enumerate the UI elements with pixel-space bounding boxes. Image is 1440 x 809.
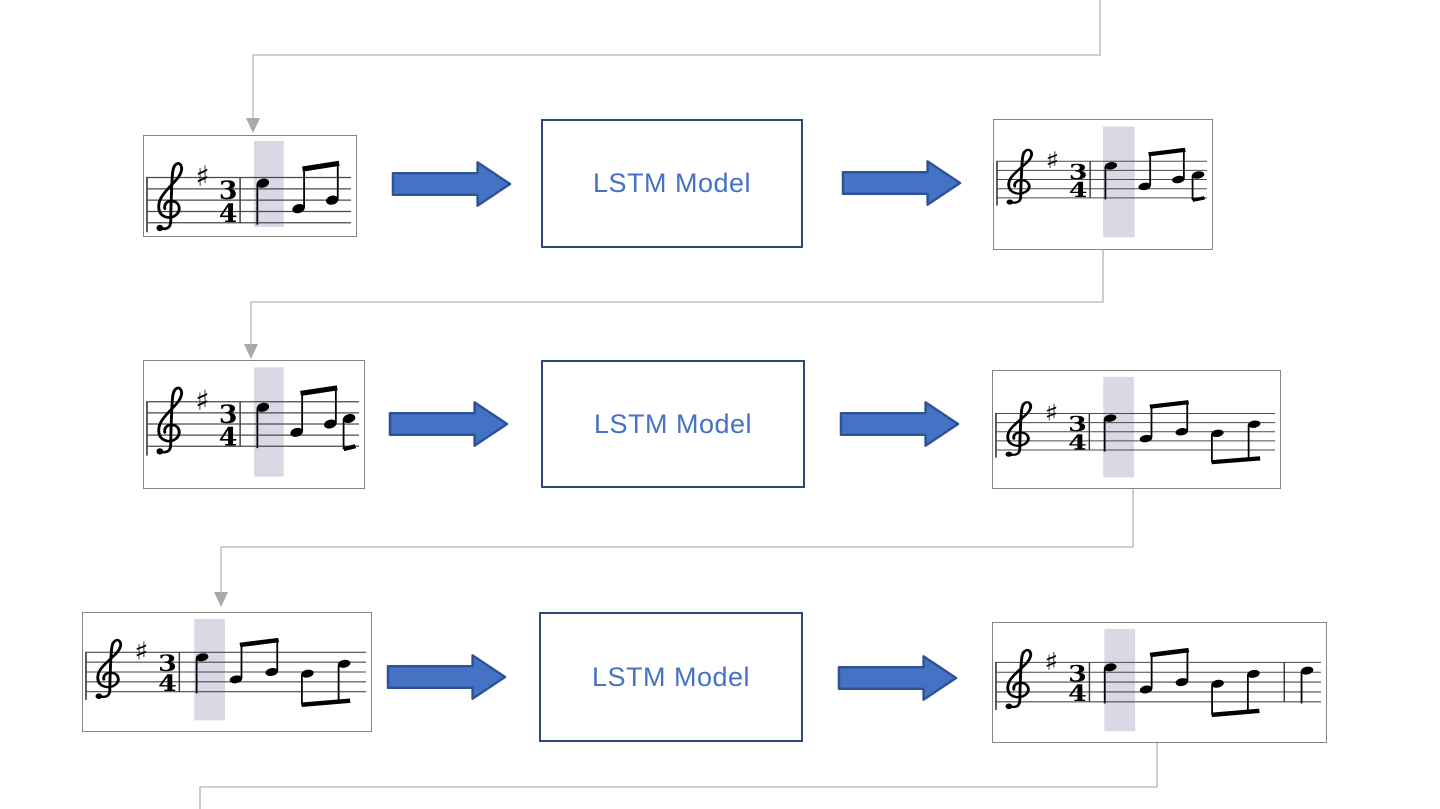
treble-clef-icon (96, 638, 123, 699)
treble-clef-icon (1007, 148, 1034, 204)
right-arrow-icon (391, 161, 512, 207)
current-note-highlight (254, 367, 284, 477)
note-head (195, 653, 209, 662)
key-signature-sharp: ♯ (195, 160, 209, 193)
note-head (342, 413, 356, 424)
note-head (1139, 685, 1153, 694)
right-arrow-icon (386, 654, 507, 700)
treble-clef-icon (157, 386, 184, 454)
note-head (1247, 420, 1261, 428)
note-head (1300, 666, 1314, 675)
note-head (337, 659, 351, 668)
key-signature-sharp: ♯ (195, 384, 209, 417)
note-head (1104, 663, 1117, 672)
music-notation-input-row3: ♯ 34 (82, 612, 372, 732)
note-head (326, 195, 339, 205)
lstm-model-label: LSTM Model (593, 408, 753, 439)
current-note-highlight (1103, 126, 1135, 238)
lstm-model-label: LSTM Model (592, 168, 752, 198)
note-head (290, 427, 303, 437)
right-arrow-icon (388, 401, 509, 447)
right-arrow-icon (837, 655, 958, 701)
note-head (1172, 175, 1185, 184)
note-head (1211, 429, 1224, 438)
time-signature-upper: 3 (1068, 412, 1087, 436)
time-signature-upper: 3 (1068, 661, 1087, 687)
lstm-model-box-row1: LSTM Model (541, 119, 803, 248)
current-note-highlight (194, 618, 226, 721)
time-signature-lower: 4 (158, 670, 177, 696)
note-head (256, 402, 270, 412)
time-signature-upper: 3 (219, 176, 238, 206)
key-signature-sharp: ♯ (134, 638, 148, 666)
note-head (1103, 414, 1117, 422)
lstm-model-label: LSTM Model (591, 661, 751, 692)
treble-clef-icon (157, 162, 184, 231)
key-signature-sharp: ♯ (1044, 400, 1058, 427)
right-arrow-icon (841, 160, 962, 206)
time-signature-lower: 4 (1068, 680, 1087, 706)
key-signature-sharp: ♯ (1045, 147, 1059, 174)
music-notation-input-row1: ♯ 34 (143, 135, 357, 237)
time-signature-lower: 4 (219, 198, 238, 228)
note-head (256, 178, 270, 188)
note-head (1104, 162, 1118, 170)
time-signature-upper: 3 (219, 401, 238, 430)
music-notation-output-row2: ♯ 34 (992, 370, 1281, 489)
time-signature-upper: 3 (1069, 160, 1088, 184)
note-head (1139, 434, 1153, 443)
treble-clef-icon (1006, 648, 1033, 709)
note-head (292, 204, 305, 214)
time-signature-lower: 4 (1069, 178, 1088, 202)
current-note-highlight (1104, 628, 1136, 732)
treble-clef-icon (1006, 401, 1033, 456)
note-head (1247, 669, 1260, 678)
note-head (1191, 171, 1205, 179)
note-head (1138, 182, 1151, 191)
note-head (1211, 679, 1224, 688)
note-head (301, 669, 314, 678)
right-arrow-icon (839, 401, 960, 447)
music-notation-output-row3: ♯ 34 (992, 622, 1327, 743)
lstm-model-box-row3: LSTM Model (539, 612, 803, 742)
music-notation-input-row2: ♯ 34 (143, 360, 365, 489)
time-signature-lower: 4 (1068, 430, 1087, 454)
note-head (324, 419, 337, 429)
note-head (229, 675, 243, 684)
note-head (1175, 428, 1188, 436)
note-head (1175, 678, 1189, 687)
time-signature-lower: 4 (219, 423, 238, 452)
current-note-highlight (1103, 376, 1135, 478)
music-notation-output-row1: ♯ 34 (993, 119, 1213, 250)
time-signature-upper: 3 (158, 650, 177, 676)
key-signature-sharp: ♯ (1044, 648, 1058, 676)
note-head (265, 667, 278, 677)
lstm-model-box-row2: LSTM Model (541, 360, 805, 488)
